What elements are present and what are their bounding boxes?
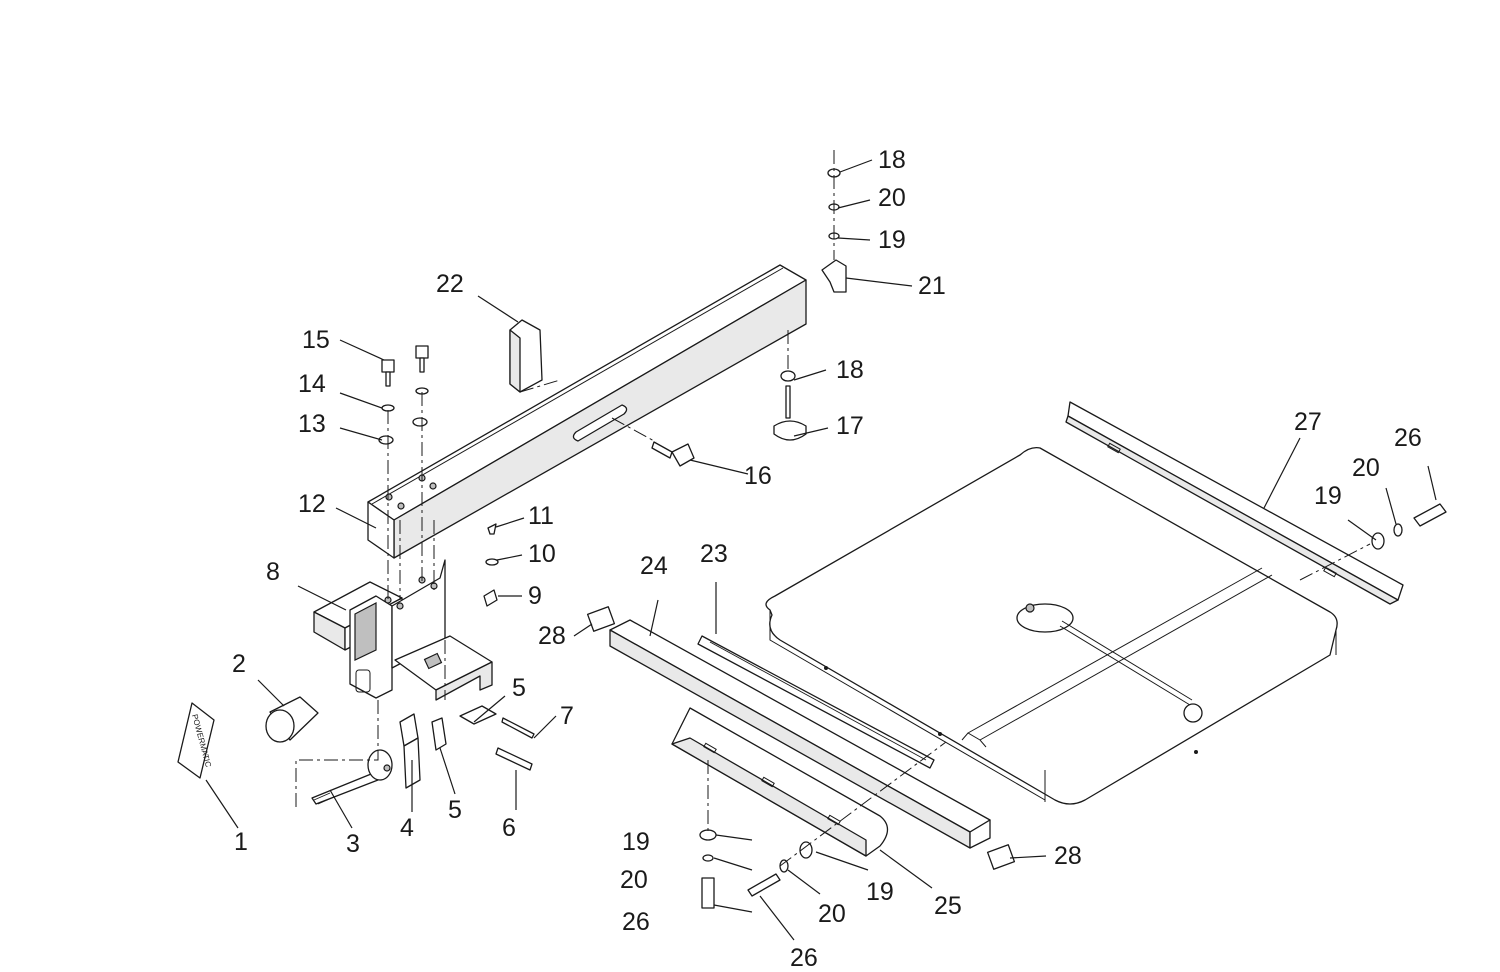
callout-10: 10 [528, 540, 556, 568]
fence-head [313, 559, 493, 701]
callout-22: 22 [436, 270, 464, 298]
cam [399, 713, 421, 789]
callout-6: 6 [502, 814, 516, 842]
callout-5-upper: 5 [512, 674, 526, 702]
scale [697, 635, 935, 769]
callout-26-right: 26 [1394, 424, 1422, 452]
callout-2: 2 [232, 650, 246, 678]
rail-bolts [699, 503, 1447, 909]
callout-18-upper: 18 [878, 146, 906, 174]
callout-23: 23 [700, 540, 728, 568]
callout-20-right: 20 [1352, 454, 1380, 482]
callout-21: 21 [918, 272, 946, 300]
callouts: 1 2 3 4 5 5 6 7 8 9 10 11 12 13 14 15 16… [232, 146, 1422, 972]
callout-3: 3 [346, 830, 360, 858]
callout-8: 8 [266, 558, 280, 586]
pins [495, 717, 535, 771]
pointer-parts [483, 523, 499, 607]
callout-20-mid: 20 [818, 900, 846, 928]
fence-body [367, 264, 807, 559]
logo-tag: POWERMATIC [177, 702, 215, 779]
leader-lines [205, 159, 1437, 941]
callout-9: 9 [528, 582, 542, 610]
callout-27: 27 [1294, 408, 1322, 436]
callout-28-right: 28 [1054, 842, 1082, 870]
callout-14: 14 [298, 370, 326, 398]
callout-16: 16 [744, 462, 772, 490]
callout-4: 4 [400, 814, 414, 842]
callout-15: 15 [302, 326, 330, 354]
fence-end-cap [509, 319, 543, 393]
pad [431, 705, 497, 751]
callout-11: 11 [528, 502, 554, 530]
callout-20-top: 20 [878, 184, 906, 212]
callout-28-left: 28 [538, 622, 566, 650]
callout-19-top: 19 [878, 226, 906, 254]
fence-bolts [378, 345, 429, 445]
leveling-foot [773, 370, 807, 441]
callout-20-left: 20 [620, 866, 648, 894]
callout-5-lower: 5 [448, 796, 462, 824]
callout-19-left: 19 [622, 828, 650, 856]
callout-19-right: 19 [1314, 482, 1342, 510]
handle-knob [265, 696, 319, 743]
center-lines [295, 150, 1371, 867]
front-angle-rail [671, 707, 889, 857]
callout-24: 24 [640, 552, 668, 580]
adjust-screw [651, 441, 695, 467]
callout-26-mid: 26 [790, 944, 818, 972]
saw-table [765, 447, 1338, 805]
callout-18-lower: 18 [836, 356, 864, 384]
callout-19-mid: 19 [866, 878, 894, 906]
callout-13: 13 [298, 410, 326, 438]
callout-17: 17 [836, 412, 864, 440]
front-rail-tube [609, 619, 991, 849]
callout-26-left: 26 [622, 908, 650, 936]
lock-rod [311, 749, 393, 805]
callout-1: 1 [234, 828, 248, 856]
callout-7: 7 [560, 702, 574, 730]
rear-angle-rail [1065, 401, 1404, 605]
callout-12: 12 [298, 490, 326, 518]
callout-25: 25 [934, 892, 962, 920]
end-caps [586, 606, 1016, 870]
